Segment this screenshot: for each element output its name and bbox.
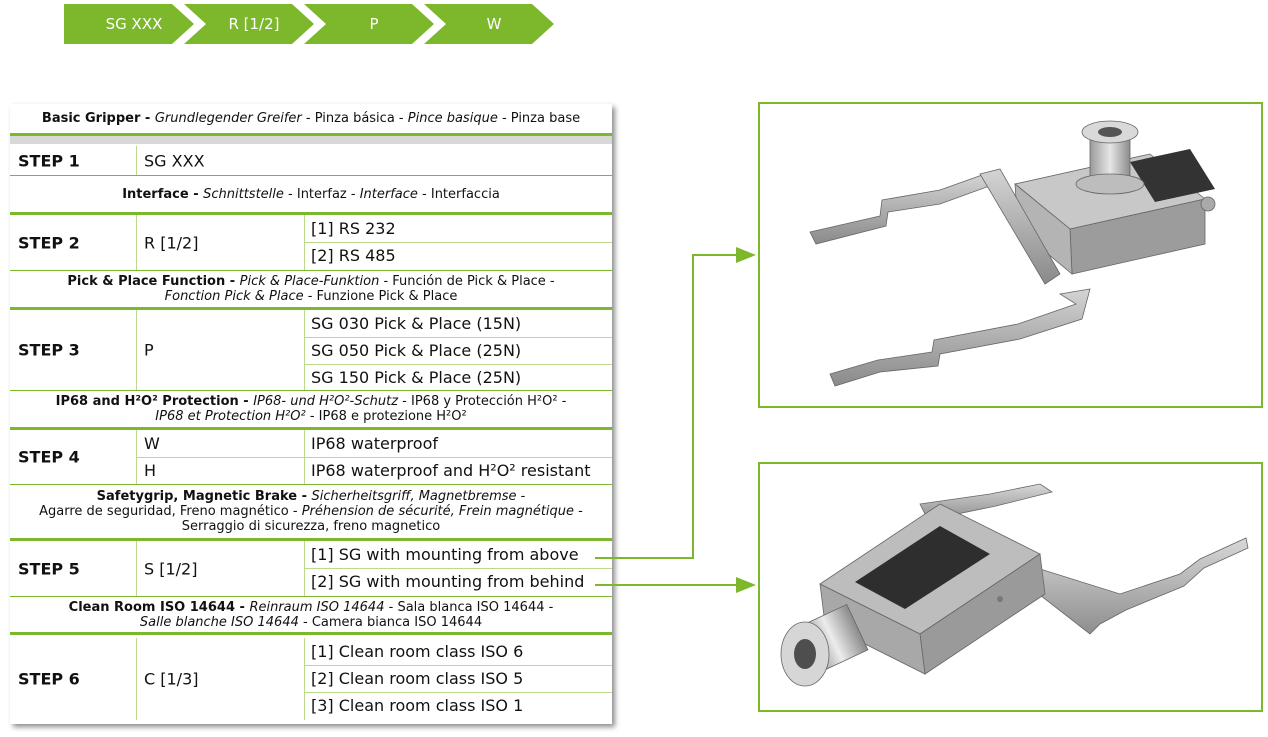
section-ip68-protection: IP68 and H²O² Protection - IP68- und H²O… (10, 391, 612, 430)
gripper-above-illustration (809, 120, 1216, 387)
section-clean-room: Clean Room ISO 14644 - Reinraum ISO 1464… (10, 597, 612, 635)
step-2-option-2: [2] RS 485 (311, 246, 396, 265)
breadcrumb-step-pick-place: P (304, 4, 434, 44)
step-6-option-1: [1] Clean room class ISO 6 (311, 642, 524, 661)
step-6-option-2: [2] Clean room class ISO 5 (311, 669, 524, 688)
arrow-right-icon (736, 577, 756, 593)
step-1-code: SG XXX (144, 151, 205, 170)
step-4-option-1: IP68 waterproof (311, 434, 438, 453)
section-basic-gripper: Basic Gripper - Grundlegender Greifer - … (10, 104, 612, 136)
step-4-option-2: IP68 waterproof and H²O² resistant (311, 461, 591, 480)
step-5-option-2: [2] SG with mounting from behind (311, 572, 585, 591)
step-2-label: STEP 2 (18, 233, 80, 252)
step-4-code-w: W (144, 434, 160, 453)
step-2-row: STEP 2 R [1/2] [1] RS 232 [2] RS 485 (10, 215, 612, 271)
step-3-option-3: SG 150 Pick & Place (25N) (311, 368, 522, 387)
step-1-row: STEP 1 SG XXX (10, 146, 612, 176)
breadcrumb-step-sg: SG XXX (64, 4, 194, 44)
arrow-right-icon (736, 247, 756, 263)
step-2-code: R [1/2] (144, 233, 199, 252)
step-6-code: C [1/3] (144, 669, 199, 689)
step-6-row: STEP 6 C [1/3] [1] Clean room class ISO … (10, 638, 612, 720)
step-5-label: STEP 5 (18, 559, 80, 578)
step-3-option-1: SG 030 Pick & Place (15N) (311, 314, 522, 333)
step-1-label: STEP 1 (18, 151, 80, 170)
step-6-label: STEP 6 (18, 669, 80, 689)
configuration-table: Basic Gripper - Grundlegender Greifer - … (10, 104, 612, 724)
section-safetygrip: Safetygrip, Magnetic Brake - Sicherheits… (10, 485, 612, 541)
section-interface: Interface - Schnittstelle - Interfaz - I… (10, 177, 612, 215)
step-4-label: STEP 4 (18, 447, 80, 467)
step-6-option-3: [3] Clean room class ISO 1 (311, 696, 524, 715)
header-spacer (10, 136, 612, 144)
gripper-behind-illustration (780, 483, 1249, 687)
configuration-breadcrumb: SG XXX R [1/2] P W (64, 4, 564, 44)
step-2-option-1: [1] RS 232 (311, 219, 396, 238)
section-pick-place: Pick & Place Function - Pick & Place-Fun… (10, 271, 612, 310)
breadcrumb-step-protection: W (424, 4, 554, 44)
step-5-code: S [1/2] (144, 559, 198, 578)
step-4-code-h: H (144, 461, 157, 480)
image-frame-mounting-behind (758, 462, 1263, 712)
image-frame-mounting-above (758, 102, 1263, 408)
step-3-code: P (144, 340, 154, 360)
step-4-row: STEP 4 W H IP68 waterproof IP68 waterpro… (10, 430, 612, 485)
step-5-row: STEP 5 S [1/2] [1] SG with mounting from… (10, 541, 612, 597)
step-3-option-2: SG 050 Pick & Place (25N) (311, 341, 522, 360)
step-3-label: STEP 3 (18, 340, 80, 360)
step-3-row: STEP 3 P SG 030 Pick & Place (15N) SG 05… (10, 310, 612, 391)
breadcrumb-step-interface: R [1/2] (184, 4, 314, 44)
step-5-option-1: [1] SG with mounting from above (311, 545, 579, 564)
